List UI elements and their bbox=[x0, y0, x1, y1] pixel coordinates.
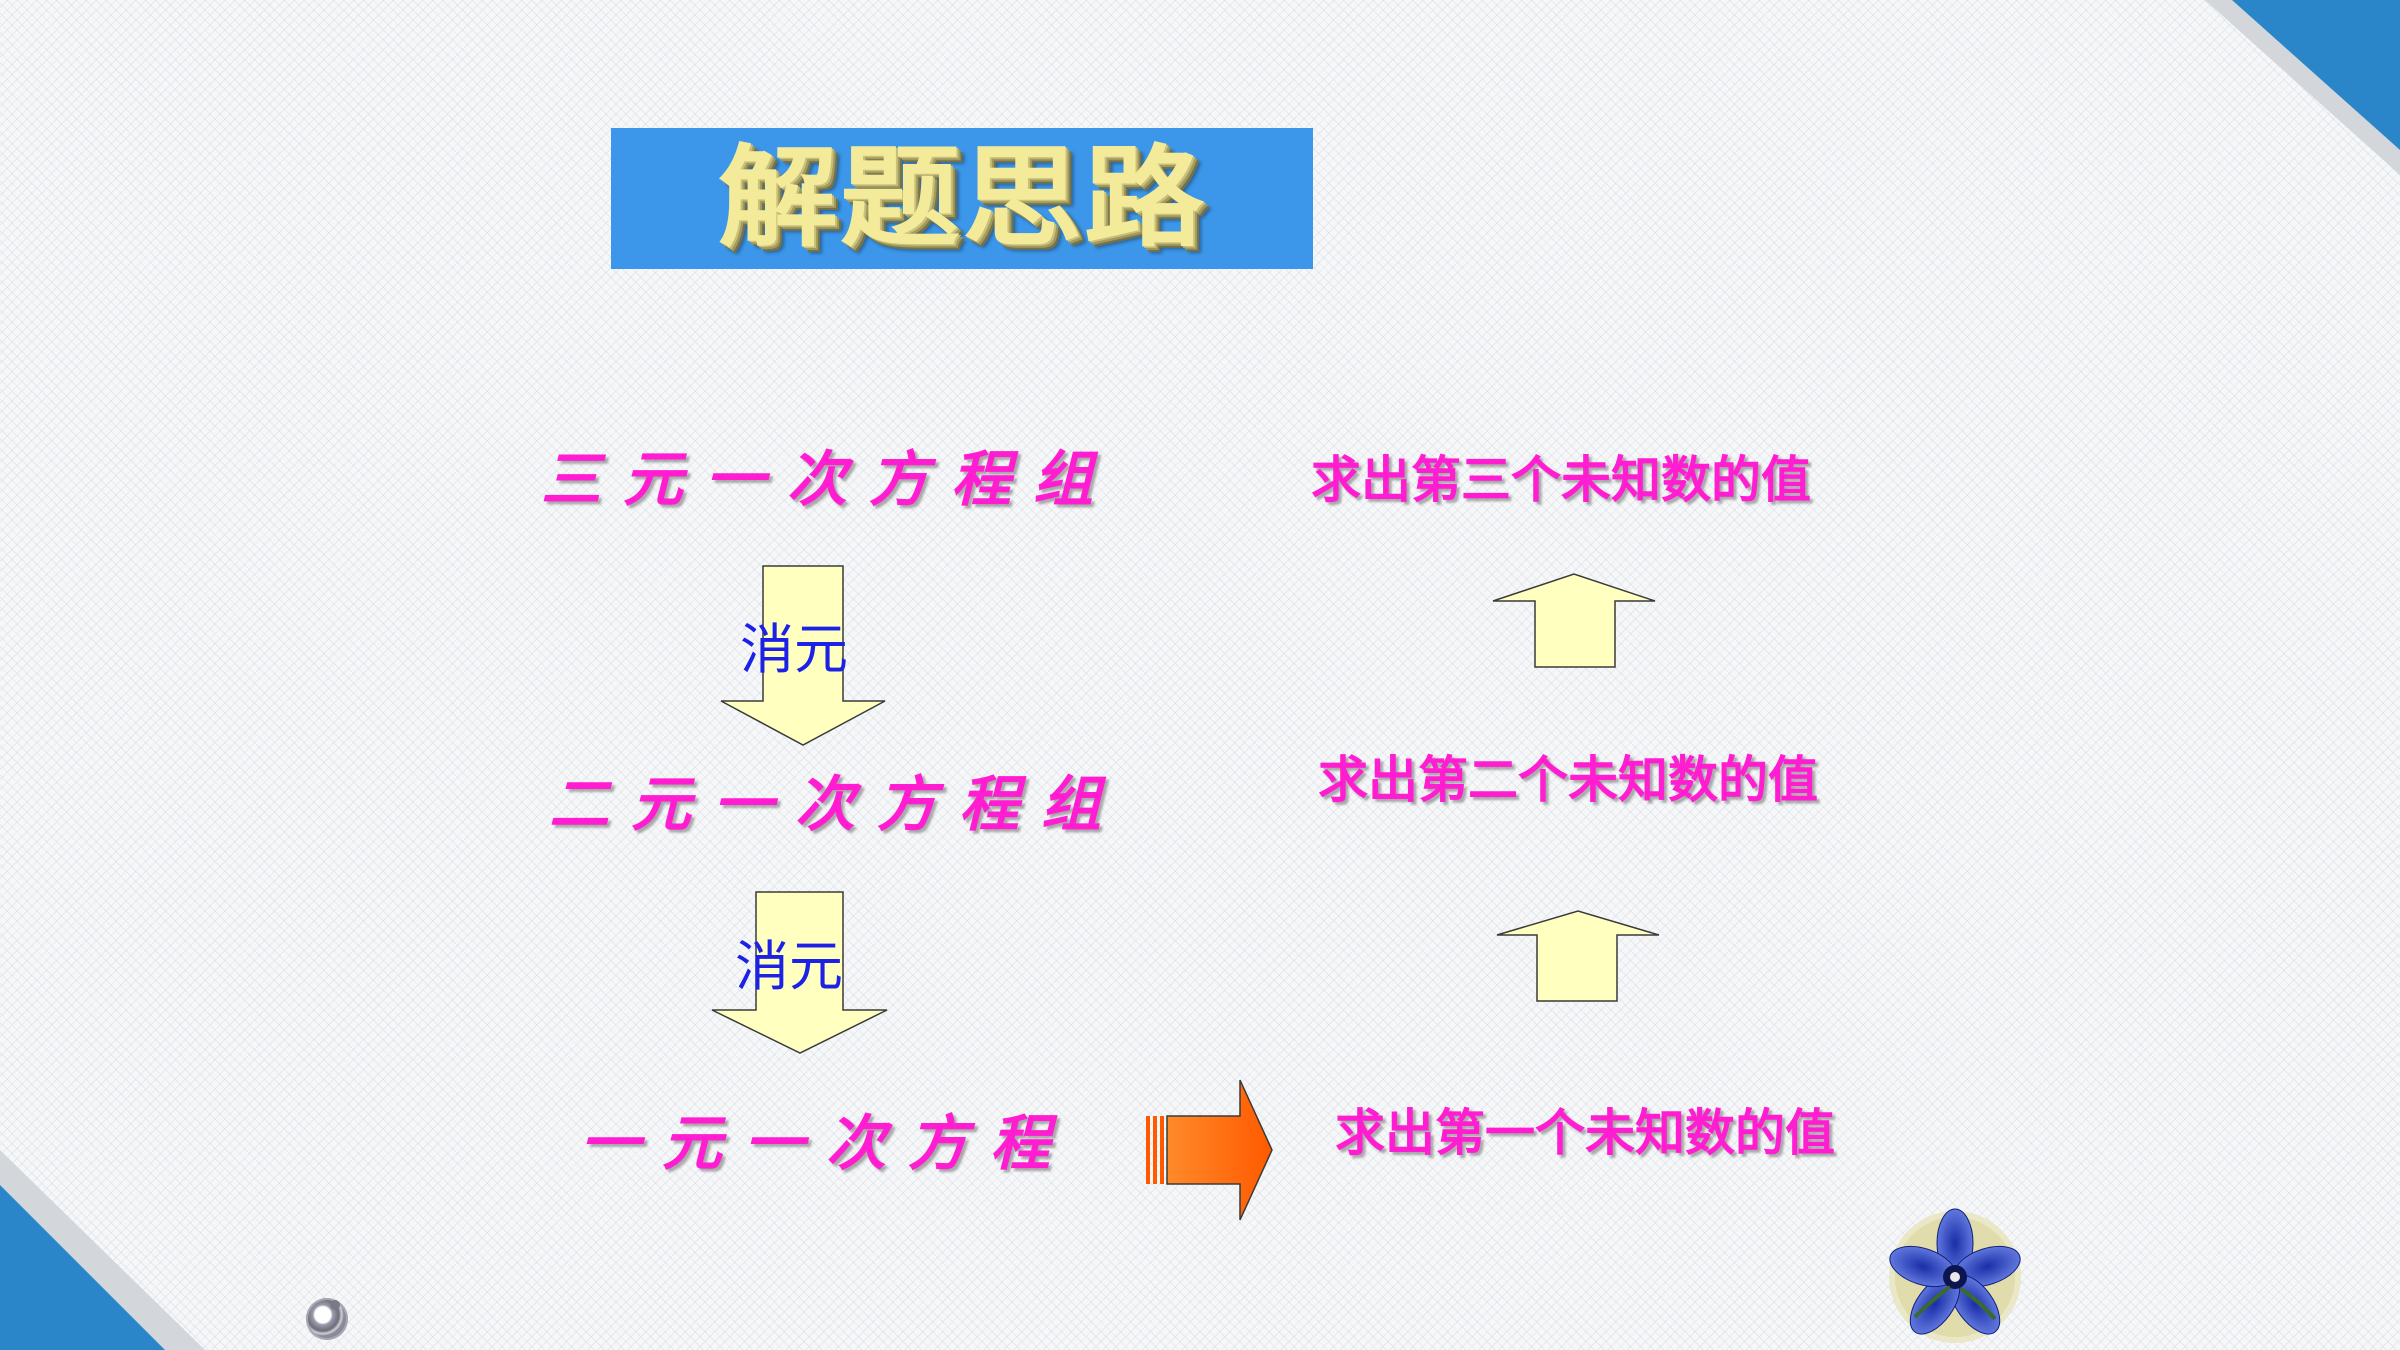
three-variable-system-label: 三元一次方程组 bbox=[541, 445, 1115, 515]
up-arrow-lower bbox=[1496, 910, 1660, 1002]
down-arrow-1 bbox=[720, 565, 886, 746]
title-banner: 解题思路 bbox=[611, 128, 1313, 269]
up-arrow-upper bbox=[1492, 573, 1656, 668]
eliminate-step-1-label: 消元 bbox=[740, 618, 848, 681]
circle-nav-icon[interactable] bbox=[306, 1298, 348, 1340]
nav-dot-icon bbox=[330, 1300, 340, 1310]
page-title: 解题思路 bbox=[718, 134, 1206, 262]
solve-first-unknown-label: 求出第一个未知数的值 bbox=[1335, 1104, 1835, 1162]
two-variable-system-label: 二元一次方程组 bbox=[549, 770, 1123, 840]
solve-third-unknown-label: 求出第三个未知数的值 bbox=[1311, 451, 1811, 509]
corner-decoration-top-right bbox=[2205, 0, 2400, 175]
solve-second-unknown-label: 求出第二个未知数的值 bbox=[1318, 751, 1818, 809]
down-arrow-2 bbox=[711, 891, 888, 1054]
eliminate-step-2-label: 消元 bbox=[735, 935, 843, 998]
one-variable-equation-label: 一元一次方程 bbox=[580, 1109, 1072, 1179]
flower-icon bbox=[1889, 1208, 2021, 1343]
corner-decoration-bottom-left bbox=[0, 1150, 205, 1350]
right-arrow-orange bbox=[1146, 1079, 1273, 1221]
